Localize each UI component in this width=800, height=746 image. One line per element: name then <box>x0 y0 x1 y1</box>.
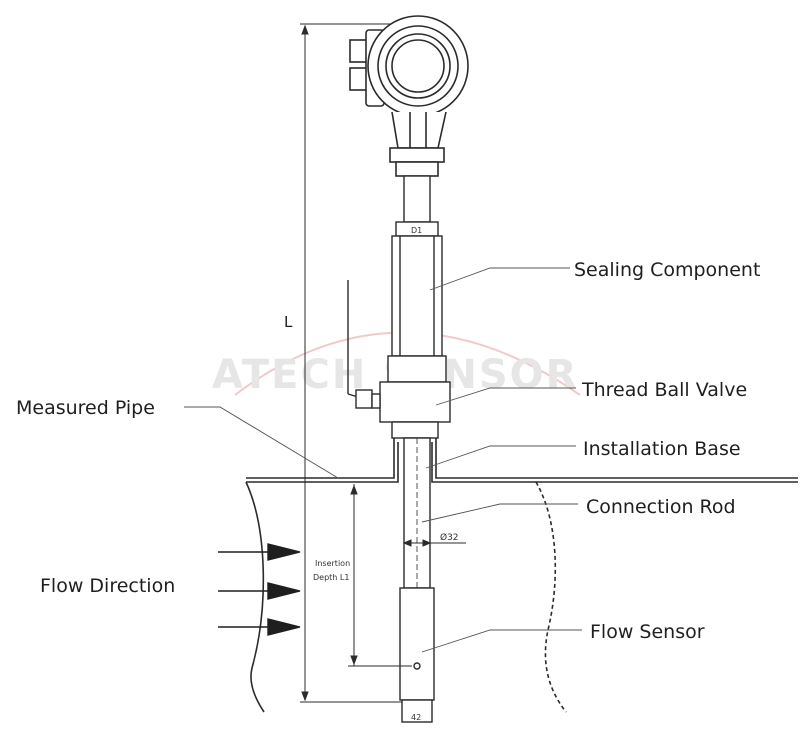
leader-sealing-component <box>429 267 570 291</box>
stem-tube <box>403 175 431 223</box>
length-arrow-bottom <box>301 691 309 702</box>
sensor-point <box>413 662 421 670</box>
insertion-label-line1: Insertion <box>315 559 350 568</box>
label-flow-sensor: Flow Sensor <box>590 621 705 643</box>
flow-arrow-3-head <box>267 618 301 636</box>
insertion-arrow-bottom <box>350 655 358 666</box>
flow-sensor <box>399 587 435 723</box>
valve-body <box>379 381 451 423</box>
leader-connection-rod <box>421 503 578 523</box>
valve-stem-nut <box>355 389 373 409</box>
insertion-label-line2: Depth L1 <box>313 573 349 582</box>
connection-rod <box>403 437 431 700</box>
leader-thread-ball-valve <box>435 387 576 406</box>
insertion-arrow-top <box>350 484 358 495</box>
flow-arrow-2-head <box>267 582 301 600</box>
sensor-body <box>399 587 435 701</box>
label-flow-direction: Flow Direction <box>40 575 175 597</box>
rod-diameter-dimension <box>402 539 466 547</box>
hex-nut-lower <box>395 161 439 177</box>
leader-lines <box>184 267 582 653</box>
length-label: L <box>284 313 293 331</box>
hex-nut-upper <box>389 147 445 163</box>
pipe-break-left <box>245 481 265 713</box>
pipe-top-wall-left <box>246 438 395 479</box>
leader-measured-pipe <box>184 406 339 479</box>
label-installation-base: Installation Base <box>583 438 741 460</box>
flow-arrow-1-head <box>267 543 301 561</box>
transmitter-head <box>349 15 469 177</box>
housing-neck <box>391 111 447 149</box>
label-connection-rod: Connection Rod <box>586 496 736 518</box>
diameter-arrow-right <box>422 539 432 547</box>
pipe-break-right <box>535 481 567 713</box>
diameter-arrow-left <box>402 539 412 547</box>
thread-ball-valve <box>347 280 451 439</box>
sealing-component <box>387 235 447 383</box>
length-dimension <box>300 23 408 703</box>
top-marker-label: D1 <box>411 226 422 235</box>
tip-width-label: 42 <box>411 713 421 722</box>
display-window <box>391 39 445 93</box>
label-measured-pipe: Measured Pipe <box>16 397 155 419</box>
insertion-depth-dimension <box>348 484 412 667</box>
length-arrow-top <box>301 24 309 35</box>
leader-flow-sensor <box>421 629 582 653</box>
pipe-top-wall-right <box>435 438 798 479</box>
flow-direction-arrows <box>218 543 301 636</box>
label-thread-ball-valve: Thread Ball Valve <box>581 379 747 401</box>
measured-pipe <box>245 438 798 713</box>
sealing-nut <box>387 355 447 383</box>
leader-installation-base <box>425 445 576 469</box>
valve-stem-cap <box>371 393 381 409</box>
upper-stem <box>395 175 439 237</box>
rod-diameter-label: Ø32 <box>440 532 459 543</box>
label-sealing-component: Sealing Component <box>574 259 760 281</box>
pipe-top-wall-right-inner <box>431 442 798 483</box>
pipe-top-wall-left-inner <box>246 442 399 483</box>
valve-lower-nut <box>391 421 439 439</box>
